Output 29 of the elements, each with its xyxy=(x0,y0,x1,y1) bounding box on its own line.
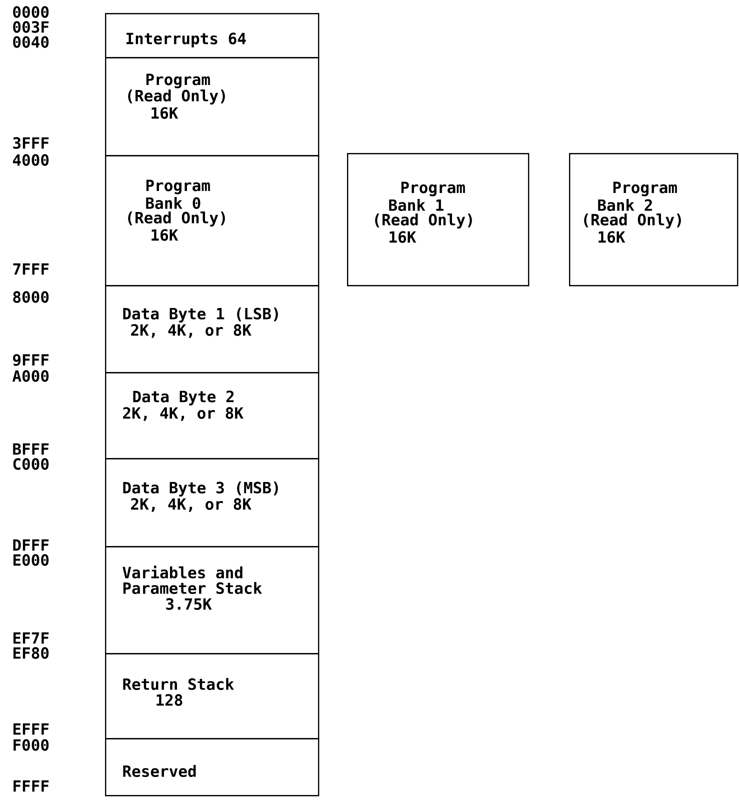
memory-block: Program (Read Only) 16K xyxy=(105,57,320,156)
memory-block: Program Bank 1 (Read Only) 16K xyxy=(347,153,530,286)
memory-block: Variables and Parameter Stack 3.75K xyxy=(105,546,320,654)
memory-block: Program Bank 2 (Read Only) 16K xyxy=(569,153,738,286)
address-label: EFFF xyxy=(13,723,49,735)
address-label: 0040 xyxy=(13,36,49,48)
memory-block: Reserved xyxy=(105,738,320,796)
memory-block: Data Byte 3 (MSB) 2K, 4K, or 8K xyxy=(105,458,320,548)
address-label: C000 xyxy=(13,458,49,470)
address-label: BFFF xyxy=(13,443,49,455)
address-label: 9FFF xyxy=(13,354,49,366)
memory-block: Data Byte 2 2K, 4K, or 8K xyxy=(105,372,320,460)
memory-block: Interrupts 64 xyxy=(105,13,320,58)
address-label: E000 xyxy=(13,554,49,566)
address-label: EF80 xyxy=(13,647,49,659)
address-label: FFFF xyxy=(14,780,49,792)
address-label: 4000 xyxy=(12,154,49,166)
address-label: 7FFF xyxy=(13,263,49,275)
address-label: EF7F xyxy=(13,632,49,644)
address-label: F000 xyxy=(14,739,49,751)
memory-block: Return Stack 128 xyxy=(105,653,320,740)
address-label: DFFF xyxy=(13,539,49,551)
address-label: 0000 xyxy=(13,6,49,18)
memory-block: Program Bank 0 (Read Only) 16K xyxy=(105,155,320,286)
address-label: 8000 xyxy=(13,291,49,303)
address-label: 003F xyxy=(13,21,49,33)
memory-block: Data Byte 1 (LSB) 2K, 4K, or 8K xyxy=(105,285,320,374)
address-label: 3FFF xyxy=(13,137,49,149)
address-label: A000 xyxy=(12,370,49,382)
